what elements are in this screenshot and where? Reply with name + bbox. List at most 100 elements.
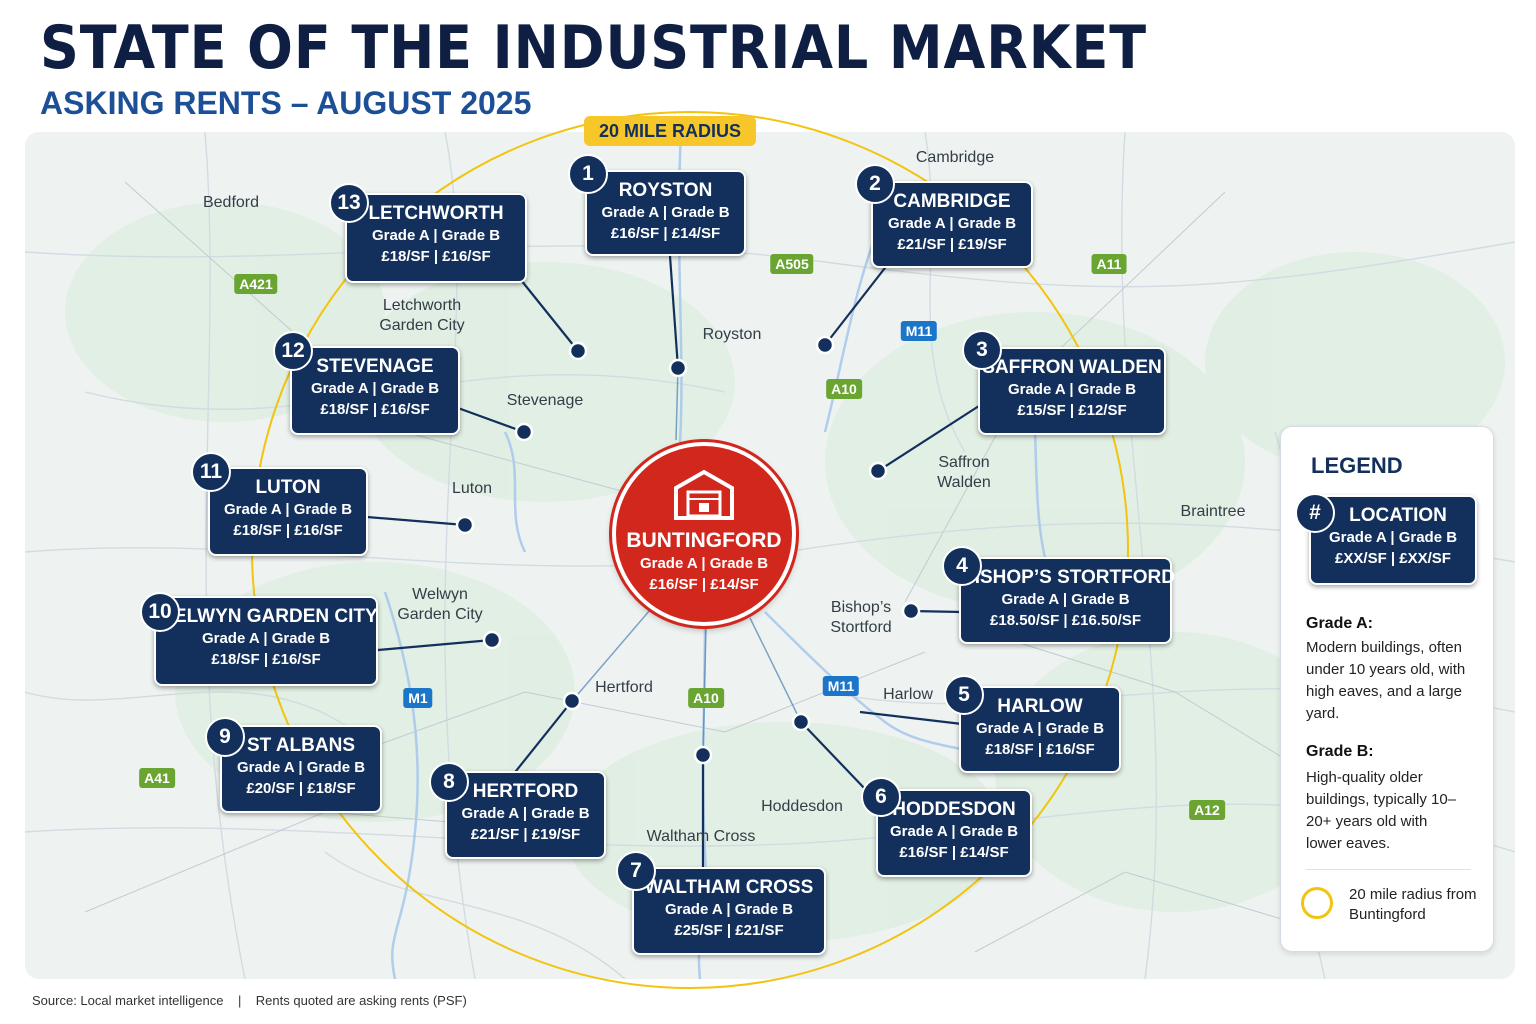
location-card-bishops-stortford[interactable]: BISHOP’S STORTFORD Grade A | Grade B £18… — [959, 557, 1175, 644]
location-rents: £18/SF | £16/SF — [211, 651, 321, 668]
legend-sample-name: LOCATION — [1349, 505, 1447, 526]
location-number: 9 — [205, 717, 245, 757]
location-name: HERTFORD — [472, 781, 579, 802]
location-card-hertford[interactable]: HERTFORD Grade A | Grade B £21/SF | £19/… — [445, 771, 606, 859]
road-a505: A505 — [770, 254, 814, 274]
location-rents: £18.50/SF | £16.50/SF — [990, 612, 1141, 629]
legend-sample-grades: Grade A | Grade B — [1328, 529, 1458, 546]
legend-panel: LEGEND LOCATION Grade A | Grade B £XX/SF… — [1280, 426, 1494, 952]
place-luton: Luton — [451, 480, 493, 497]
location-number: 6 — [861, 777, 901, 817]
location-rents: £16/SF | £14/SF — [610, 225, 721, 242]
road-m11-north: M11 — [900, 321, 938, 341]
location-name: STEVENAGE — [316, 356, 434, 377]
warehouse-icon — [674, 469, 734, 520]
location-grades: Grade A | Grade B — [887, 215, 1017, 232]
place-saffron-walden: Saffron Walden — [937, 454, 991, 491]
place-royston: Royston — [702, 326, 762, 343]
location-card-letchworth[interactable]: LETCHWORTH Grade A | Grade B £18/SF | £1… — [345, 193, 527, 283]
road-a10-north: A10 — [826, 379, 862, 399]
legend-radius-text: 20 mile radius from Buntingford — [1349, 886, 1477, 923]
place-hoddesdon: Hoddesdon — [761, 798, 843, 815]
legend-grade-a-text: Modern buildings, often under 10 years o… — [1306, 639, 1466, 722]
legend-divider — [1306, 869, 1471, 870]
location-rents: £18/SF | £16/SF — [985, 741, 1095, 758]
location-card-waltham-cross[interactable]: WALTHAM CROSS Grade A | Grade B £25/SF |… — [632, 867, 826, 955]
location-number: 7 — [616, 851, 656, 891]
center-grades: Grade A | Grade B — [639, 555, 769, 572]
place-hertford: Hertford — [595, 679, 653, 696]
location-card-hoddesdon[interactable]: HODDESDON Grade A | Grade B £16/SF | £14… — [876, 789, 1032, 877]
location-card-stevenage[interactable]: STEVENAGE Grade A | Grade B £18/SF | £16… — [290, 346, 460, 435]
location-card-saffron-walden[interactable]: SAFFRON WALDEN Grade A | Grade B £15/SF … — [978, 347, 1166, 435]
location-rents: £25/SF | £21/SF — [674, 922, 784, 939]
location-name: HODDESDON — [892, 799, 1016, 820]
location-number: 8 — [429, 762, 469, 802]
location-rents: £21/SF | £19/SF — [897, 236, 1007, 253]
location-name: HARLOW — [997, 696, 1083, 717]
location-rents: £16/SF | £14/SF — [899, 844, 1009, 861]
location-grades: Grade A | Grade B — [889, 823, 1019, 840]
location-name: WELWYN GARDEN CITY — [156, 606, 378, 627]
location-name: CAMBRIDGE — [893, 191, 1011, 212]
location-rents: £18/SF | £16/SF — [381, 248, 491, 265]
location-grades: Grade A | Grade B — [236, 759, 366, 776]
location-name: BISHOP’S STORTFORD — [961, 567, 1175, 588]
road-a12: A12 — [1189, 800, 1225, 820]
place-welwyn: Welwyn Garden City — [397, 586, 483, 623]
location-card-st-albans[interactable]: ST ALBANS Grade A | Grade B £20/SF | £18… — [220, 725, 382, 813]
footer: Source: Local market intelligence | Rent… — [32, 993, 467, 1008]
location-name: WALTHAM CROSS — [644, 877, 814, 898]
radius-label: 20 MILE RADIUS — [584, 116, 756, 146]
place-harlow: Harlow — [883, 686, 933, 703]
location-grades: Grade A | Grade B — [223, 501, 353, 518]
radius-ring-icon — [1301, 887, 1333, 919]
center-rents: £16/SF | £14/SF — [649, 576, 759, 593]
location-name: ST ALBANS — [246, 735, 356, 756]
road-m11-south: M11 — [822, 676, 860, 696]
location-card-royston[interactable]: ROYSTON Grade A | Grade B £16/SF | £14/S… — [585, 170, 746, 256]
location-grades: Grade A | Grade B — [975, 720, 1105, 737]
road-a11: A11 — [1091, 254, 1127, 274]
location-card-cambridge[interactable]: CAMBRIDGE Grade A | Grade B £21/SF | £19… — [871, 181, 1033, 268]
location-card-luton[interactable]: LUTON Grade A | Grade B £18/SF | £16/SF — [208, 467, 368, 556]
location-grades: Grade A | Grade B — [371, 227, 501, 244]
location-number: 5 — [944, 675, 984, 715]
place-bedford: Bedford — [202, 194, 260, 211]
place-waltham-cross: Waltham Cross — [646, 828, 756, 845]
location-rents: £21/SF | £19/SF — [470, 826, 581, 843]
road-a10-south: A10 — [688, 688, 724, 708]
road-a41: A41 — [139, 768, 175, 788]
location-grades: Grade A | Grade B — [601, 204, 730, 221]
location-name: ROYSTON — [618, 180, 713, 201]
place-cambridge: Cambridge — [915, 149, 995, 166]
legend-sample-card: LOCATION Grade A | Grade B £XX/SF | £XX/… — [1309, 495, 1477, 585]
road-m1: M1 — [403, 688, 433, 708]
center-name: BUNTINGFORD — [626, 529, 782, 552]
location-number: 3 — [962, 330, 1002, 370]
page-title: STATE OF THE INDUSTRIAL MARKET — [40, 13, 1147, 83]
footer-note: Rents quoted are asking rents (PSF) — [255, 993, 467, 1008]
location-grades: Grade A | Grade B — [461, 805, 590, 822]
location-grades: Grade A | Grade B — [1001, 591, 1130, 608]
legend-title: LEGEND — [1311, 453, 1403, 478]
place-stevenage: Stevenage — [506, 392, 584, 409]
location-number: 11 — [191, 452, 231, 492]
footer-source: Source: Local market intelligence — [32, 993, 224, 1008]
place-braintree: Braintree — [1180, 503, 1246, 520]
location-number: 1 — [568, 154, 608, 194]
location-name: LETCHWORTH — [368, 203, 504, 224]
location-card-welwyn-garden-city[interactable]: WELWYN GARDEN CITY Grade A | Grade B £18… — [154, 596, 378, 686]
location-card-harlow[interactable]: HARLOW Grade A | Grade B £18/SF | £16/SF — [959, 686, 1121, 773]
place-letchworth: Letchworth Garden City — [379, 297, 465, 334]
location-number: 13 — [329, 183, 369, 223]
location-rents: £20/SF | £18/SF — [246, 780, 356, 797]
location-grades: Grade A | Grade B — [1007, 381, 1137, 398]
road-a421: A421 — [234, 274, 278, 294]
legend-grade-a-heading: Grade A: — [1306, 615, 1373, 632]
location-name: LUTON — [255, 477, 321, 498]
footer-separator: | — [237, 993, 242, 1008]
location-grades: Grade A | Grade B — [201, 630, 331, 647]
center-buntingford[interactable]: BUNTINGFORD Grade A | Grade B £16/SF | £… — [612, 442, 796, 626]
location-name: SAFFRON WALDEN — [982, 357, 1162, 378]
